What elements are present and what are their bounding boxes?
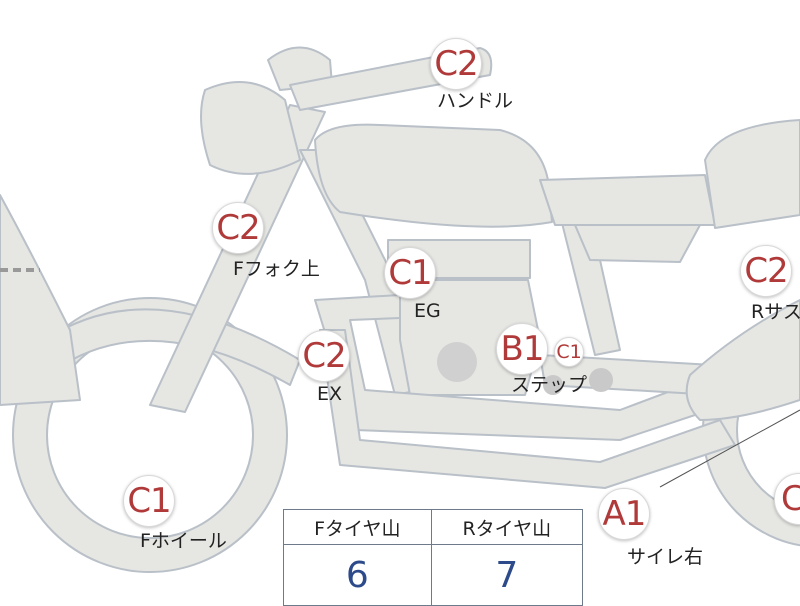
value-front-tire: 6 [283, 544, 432, 606]
grade-muffler-right: A1 [598, 488, 650, 540]
grade-engine: C1 [384, 247, 436, 299]
headlight [200, 81, 301, 175]
exhaust-pipe-lower [319, 329, 736, 489]
grade-step-sub: C1 [554, 337, 584, 367]
label-muffler-right: サイレ右 [627, 546, 704, 568]
seat [539, 174, 716, 226]
step-peg [589, 368, 613, 392]
grade-exhaust: C2 [298, 330, 350, 382]
label-fork-upper: Fフォク上 [233, 258, 320, 280]
value-rear-tire: 7 [430, 544, 584, 606]
muffler [685, 299, 800, 421]
grade-rear-susp: C2 [740, 245, 792, 297]
header-front-tire: Fタイヤ山 [283, 509, 432, 545]
label-exhaust: EX [317, 383, 343, 405]
grade-fork-upper: C2 [212, 202, 264, 254]
side-cover [574, 224, 701, 263]
header-rear-tire: Rタイヤ山 [430, 509, 584, 545]
grade-handle: C2 [430, 38, 482, 90]
label-rear-susp: Rサス [751, 301, 800, 323]
fuel-tank [314, 123, 553, 228]
left-body-panel [0, 194, 81, 406]
exhaust-pipe [314, 294, 711, 441]
label-front-wheel: Fホイール [140, 530, 227, 552]
engine-cover [437, 342, 477, 382]
label-handle: ハンドル [437, 90, 514, 112]
label-step: ステップ [511, 374, 588, 396]
tail-cowl [704, 119, 800, 229]
muffler-leader-line [659, 409, 800, 488]
grade-step-main: B1 [496, 323, 548, 375]
tire-tread-table: Fタイヤ山 Rタイヤ山 6 7 [283, 509, 584, 606]
grade-front-wheel: C1 [123, 475, 175, 527]
label-engine: EG [414, 300, 441, 322]
front-fender [44, 308, 301, 386]
